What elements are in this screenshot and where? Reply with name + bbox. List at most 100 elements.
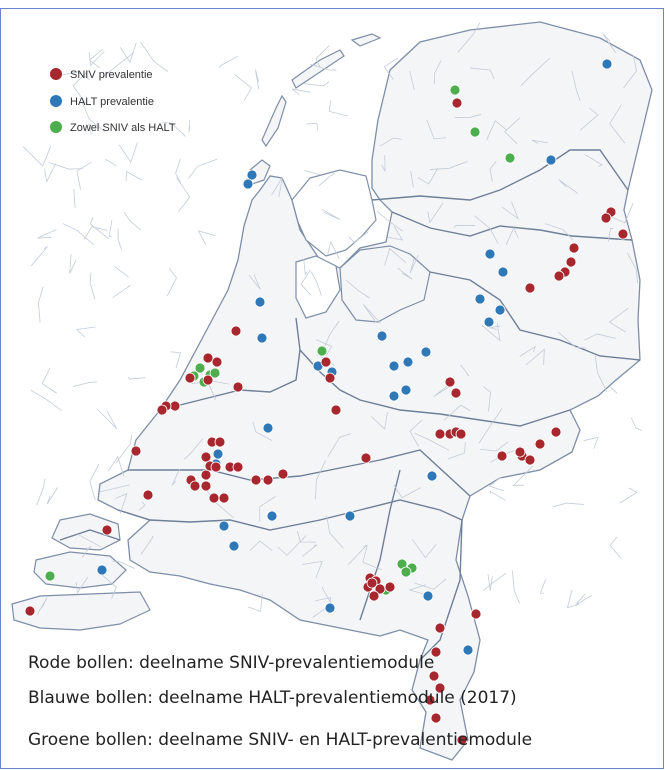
blue-marker (212, 448, 224, 460)
caption-red: Rode bollen: deelname SNIV-prevalentiemo… (28, 653, 435, 673)
municipality-border (306, 122, 319, 131)
red-marker (553, 270, 565, 282)
red-marker (24, 605, 36, 617)
red-marker (524, 282, 536, 294)
red-marker (444, 376, 456, 388)
municipality-border (197, 230, 216, 245)
blue-marker (420, 346, 432, 358)
green-marker (209, 367, 221, 379)
municipality-border (434, 59, 442, 85)
municipality-border (558, 179, 578, 194)
municipality-border (103, 52, 135, 78)
blue-marker (246, 169, 258, 181)
municipality-border (119, 42, 137, 64)
red-marker (232, 381, 244, 393)
land-ameland (350, 33, 382, 47)
municipality-border (362, 304, 382, 324)
municipality-border (315, 460, 326, 500)
land-terschelling (291, 49, 345, 89)
municipality-border (409, 70, 415, 91)
green-marker (504, 152, 516, 164)
municipality-border (558, 332, 586, 349)
municipality-border (583, 436, 599, 450)
municipality-border (271, 177, 283, 198)
municipality-border (397, 267, 413, 280)
municipality-border (411, 538, 437, 559)
municipality-border (566, 589, 580, 609)
municipality-border (501, 201, 519, 220)
red-marker (230, 325, 242, 337)
municipality-border (36, 597, 48, 616)
municipality-border (531, 139, 548, 144)
municipality-border (41, 368, 57, 394)
municipality-border (166, 268, 178, 297)
municipality-border (429, 161, 468, 170)
red-marker (451, 97, 463, 109)
land-zeeland-mid (33, 551, 127, 589)
municipality-border (519, 345, 536, 357)
municipality-border (347, 544, 367, 566)
water-ijsselmeer (291, 169, 377, 257)
municipality-border (552, 502, 584, 508)
land-zeeland-south (11, 591, 151, 631)
legend-blue-marker (50, 95, 62, 107)
municipality-border (83, 226, 108, 240)
red-marker (550, 426, 562, 438)
municipality-border (89, 216, 109, 240)
municipality-border (607, 227, 614, 242)
municipality-border (38, 286, 44, 323)
municipality-border (37, 229, 57, 239)
red-marker (184, 372, 196, 384)
municipality-border (127, 376, 146, 380)
legend-label-both: Zowel SNIV als HALT (70, 122, 176, 134)
red-marker (434, 622, 446, 634)
municipality-border (291, 88, 311, 95)
markers (24, 58, 629, 746)
municipality-border (410, 170, 414, 188)
caption-green: Groene bollen: deelname SNIV- en HALT-pr… (28, 730, 533, 750)
land-vlieland (261, 94, 287, 148)
blue-marker (484, 248, 496, 260)
municipality-border (247, 593, 263, 613)
municipality-border (384, 247, 407, 266)
municipality-border (470, 67, 495, 79)
municipality-border (234, 73, 252, 101)
municipality-border (89, 464, 100, 501)
municipality-border (602, 33, 617, 54)
blue-marker (344, 510, 356, 522)
municipality-border (483, 386, 492, 412)
red-marker (101, 524, 113, 536)
municipality-border (327, 433, 351, 457)
legend: SNIV prevalentie HALT prevalentie Zowel … (50, 68, 176, 134)
blue-marker (228, 540, 240, 552)
municipality-border (248, 274, 261, 290)
municipality-border (315, 45, 330, 68)
legend-label-sniv: SNIV prevalentie (70, 69, 153, 81)
municipality-border (81, 101, 105, 132)
municipality-border (453, 225, 475, 228)
municipality-border (609, 203, 634, 224)
municipality-border (310, 271, 322, 296)
red-marker (214, 436, 226, 448)
municipality-border (255, 69, 260, 90)
red-marker (330, 404, 342, 416)
municipality-border (249, 540, 273, 551)
red-marker (277, 468, 289, 480)
blue-marker (483, 316, 495, 328)
municipality-border (326, 515, 344, 549)
municipality-border (584, 154, 603, 167)
red-marker (600, 212, 612, 224)
red-marker (366, 577, 378, 589)
municipality-border (409, 254, 419, 274)
municipality-border (483, 572, 507, 592)
municipality-border (379, 137, 402, 147)
municipality-border (140, 535, 154, 555)
municipality-border (478, 408, 503, 444)
municipality-border (304, 170, 320, 176)
municipality-border (105, 158, 117, 167)
municipality-border (46, 487, 59, 505)
red-marker (455, 428, 467, 440)
green-marker (316, 345, 328, 357)
municipality-border (302, 560, 323, 579)
